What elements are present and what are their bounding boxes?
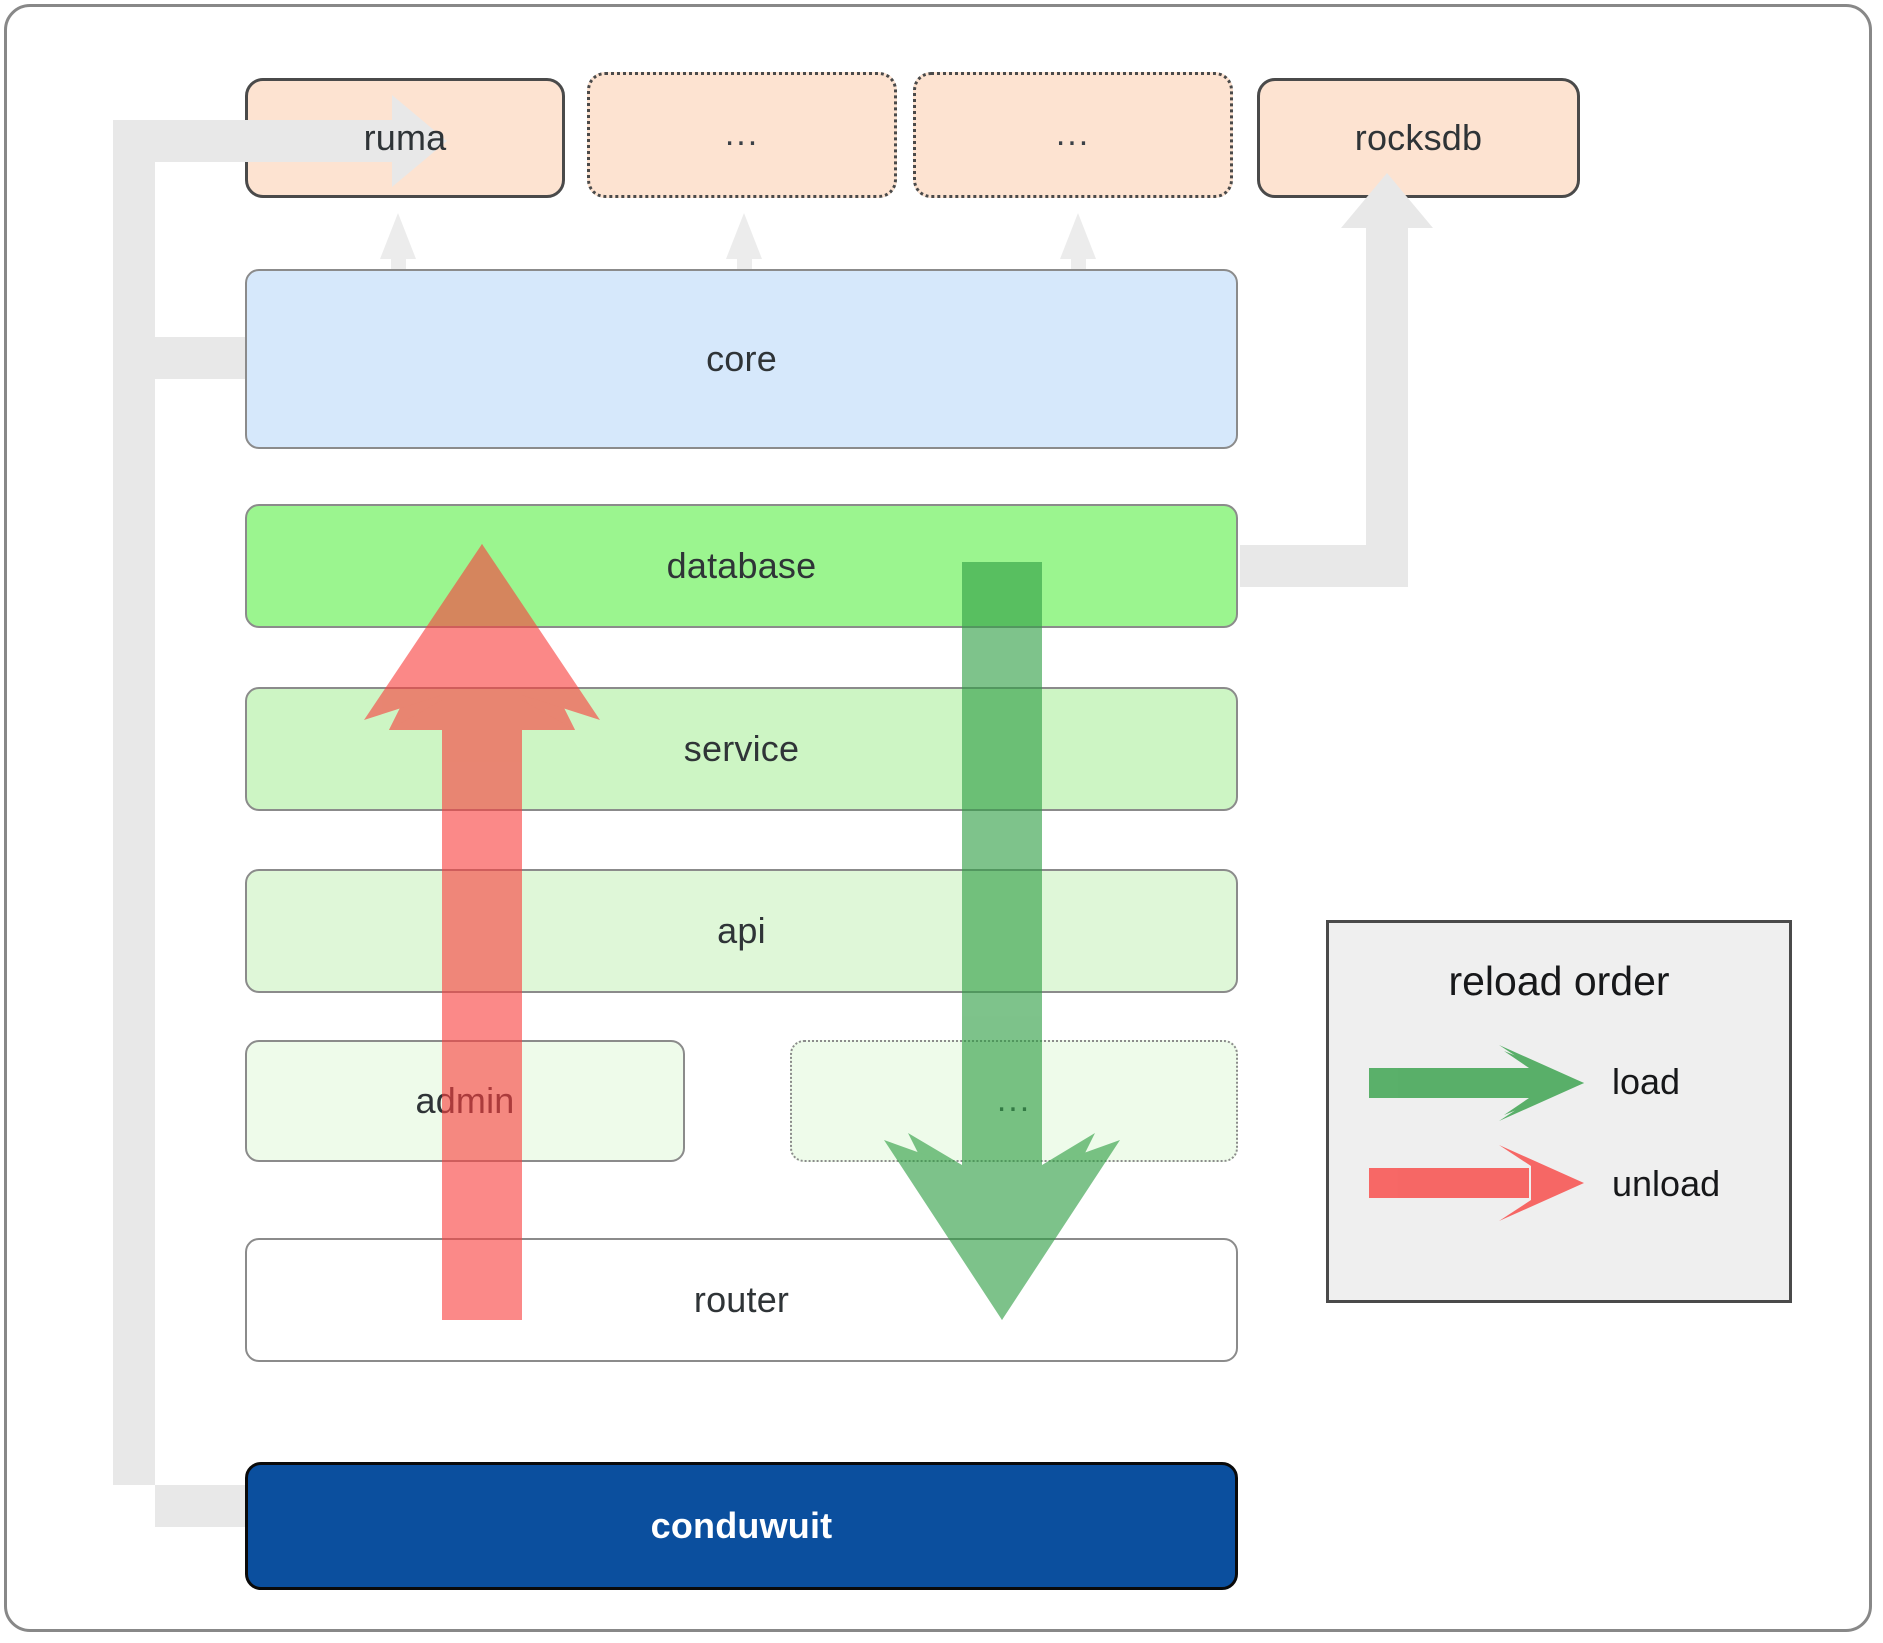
load-arrow-icon bbox=[1369, 1045, 1584, 1121]
layer-box-extra[interactable]: ... bbox=[790, 1040, 1238, 1162]
binary-label-conduwuit: conduwuit bbox=[650, 1505, 833, 1546]
layer-label-core: core bbox=[706, 338, 777, 379]
dependency-label-rocksdb: rocksdb bbox=[1354, 117, 1483, 158]
legend-panel: reload order load unload bbox=[1326, 920, 1792, 1303]
layer-label-database: database bbox=[666, 545, 817, 586]
dependency-label-ruma: ruma bbox=[363, 117, 447, 158]
layer-box-admin[interactable]: admin bbox=[245, 1040, 685, 1162]
dependency-box-rocksdb[interactable]: rocksdb bbox=[1257, 78, 1580, 198]
legend-label-unload: unload bbox=[1612, 1163, 1721, 1204]
dependency-label-2: ... bbox=[724, 115, 760, 154]
layer-box-router[interactable]: router bbox=[245, 1238, 1238, 1362]
layer-box-core[interactable]: core bbox=[245, 269, 1238, 449]
layer-label-admin: admin bbox=[415, 1080, 515, 1121]
layer-box-service[interactable]: service bbox=[245, 687, 1238, 811]
legend-label-load: load bbox=[1612, 1061, 1681, 1102]
layer-box-api[interactable]: api bbox=[245, 869, 1238, 993]
layer-box-database[interactable]: database bbox=[245, 504, 1238, 628]
dependency-label-3: ... bbox=[1055, 115, 1091, 154]
layer-label-service: service bbox=[683, 728, 800, 769]
layer-label-api: api bbox=[717, 910, 766, 951]
dependency-box-3[interactable]: ... bbox=[913, 72, 1233, 198]
dependency-box-2[interactable]: ... bbox=[587, 72, 897, 198]
layer-label-router: router bbox=[693, 1279, 790, 1320]
legend-title: reload order bbox=[1448, 958, 1670, 1004]
diagram-frame bbox=[4, 4, 1872, 1632]
dependency-box-ruma[interactable]: ruma bbox=[245, 78, 565, 198]
binary-box-conduwuit[interactable]: conduwuit bbox=[245, 1462, 1238, 1590]
layer-label-extra: ... bbox=[996, 1081, 1032, 1120]
unload-arrow-icon bbox=[1369, 1145, 1584, 1221]
